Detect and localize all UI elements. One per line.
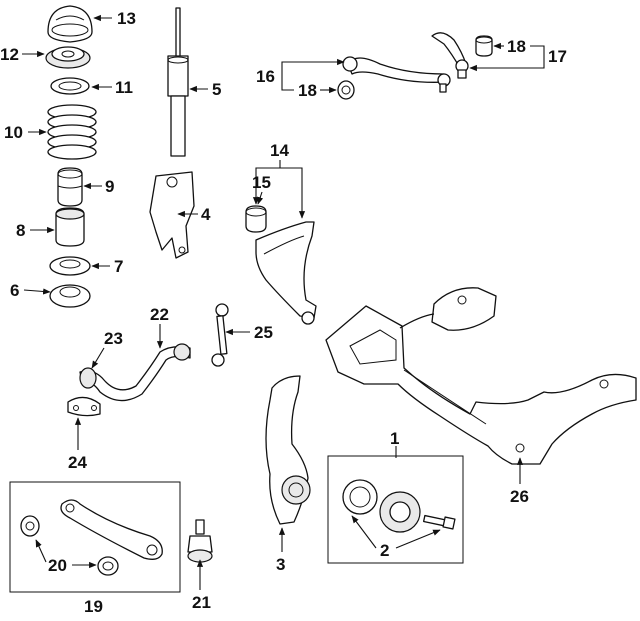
callout-23: 23 [104, 329, 123, 348]
callout-19: 19 [84, 597, 103, 616]
callout-24: 24 [68, 453, 87, 472]
wheel-hub [342, 479, 421, 533]
callout-10: 10 [4, 123, 23, 142]
callout-6: 6 [10, 281, 19, 300]
strut-bearing [50, 77, 90, 95]
callout-17: 17 [548, 47, 567, 66]
callout-2: 2 [380, 541, 389, 560]
callout-21: 21 [192, 593, 211, 612]
callout-14: 14 [270, 141, 289, 160]
callout-22: 22 [150, 305, 169, 324]
bushing-upper-right [475, 35, 493, 57]
callout-18-upper: 18 [507, 37, 526, 56]
lower-arm-bushing [245, 205, 267, 233]
lower-link-bushing-right [97, 556, 119, 576]
lower-control-arm [255, 221, 317, 325]
upper-control-arm-front [342, 56, 451, 93]
dust-boot [55, 207, 85, 247]
callout-9: 9 [105, 177, 114, 196]
callout-16: 16 [256, 67, 275, 86]
callout-1: 1 [390, 429, 399, 448]
callout-7: 7 [114, 257, 123, 276]
lower-link-bushing-left [20, 515, 40, 537]
strut-mount-cap [47, 5, 93, 43]
stabilizer-bracket [67, 396, 101, 417]
coil-spring [47, 104, 97, 160]
front-subframe [325, 287, 637, 465]
callout-20: 20 [48, 556, 67, 575]
callout-18-lower: 18 [298, 81, 317, 100]
callout-8: 8 [16, 221, 25, 240]
ball-joint [187, 519, 213, 563]
callout-4: 4 [201, 205, 211, 224]
upper-control-arm-rear [431, 32, 469, 79]
callout-11: 11 [115, 78, 133, 97]
lower-link-arm [60, 499, 163, 560]
spring-insulator [49, 284, 91, 308]
callout-13: 13 [117, 9, 136, 28]
callout-15: 15 [252, 173, 271, 192]
strut-fork [149, 171, 195, 259]
lower-spring-seat [49, 256, 91, 276]
callout-26: 26 [510, 487, 529, 506]
hub-bolt [422, 514, 456, 530]
leader-lines [22, 14, 545, 590]
callout-12: 12 [0, 45, 19, 64]
callout-labels: 13 12 11 10 9 8 7 6 5 4 16 18 18 17 14 1… [0, 9, 567, 616]
steering-knuckle [265, 375, 311, 525]
stabilizer-link [211, 303, 229, 367]
strut-assembly [167, 7, 189, 157]
callout-5: 5 [212, 80, 221, 99]
bushing-upper-left [337, 80, 355, 100]
callout-3: 3 [276, 555, 285, 574]
stabilizer-bar [79, 343, 191, 402]
lower-link-frame [9, 481, 181, 593]
upper-strut-mount [45, 46, 91, 69]
callout-25: 25 [254, 323, 273, 342]
bump-stop [57, 167, 83, 207]
